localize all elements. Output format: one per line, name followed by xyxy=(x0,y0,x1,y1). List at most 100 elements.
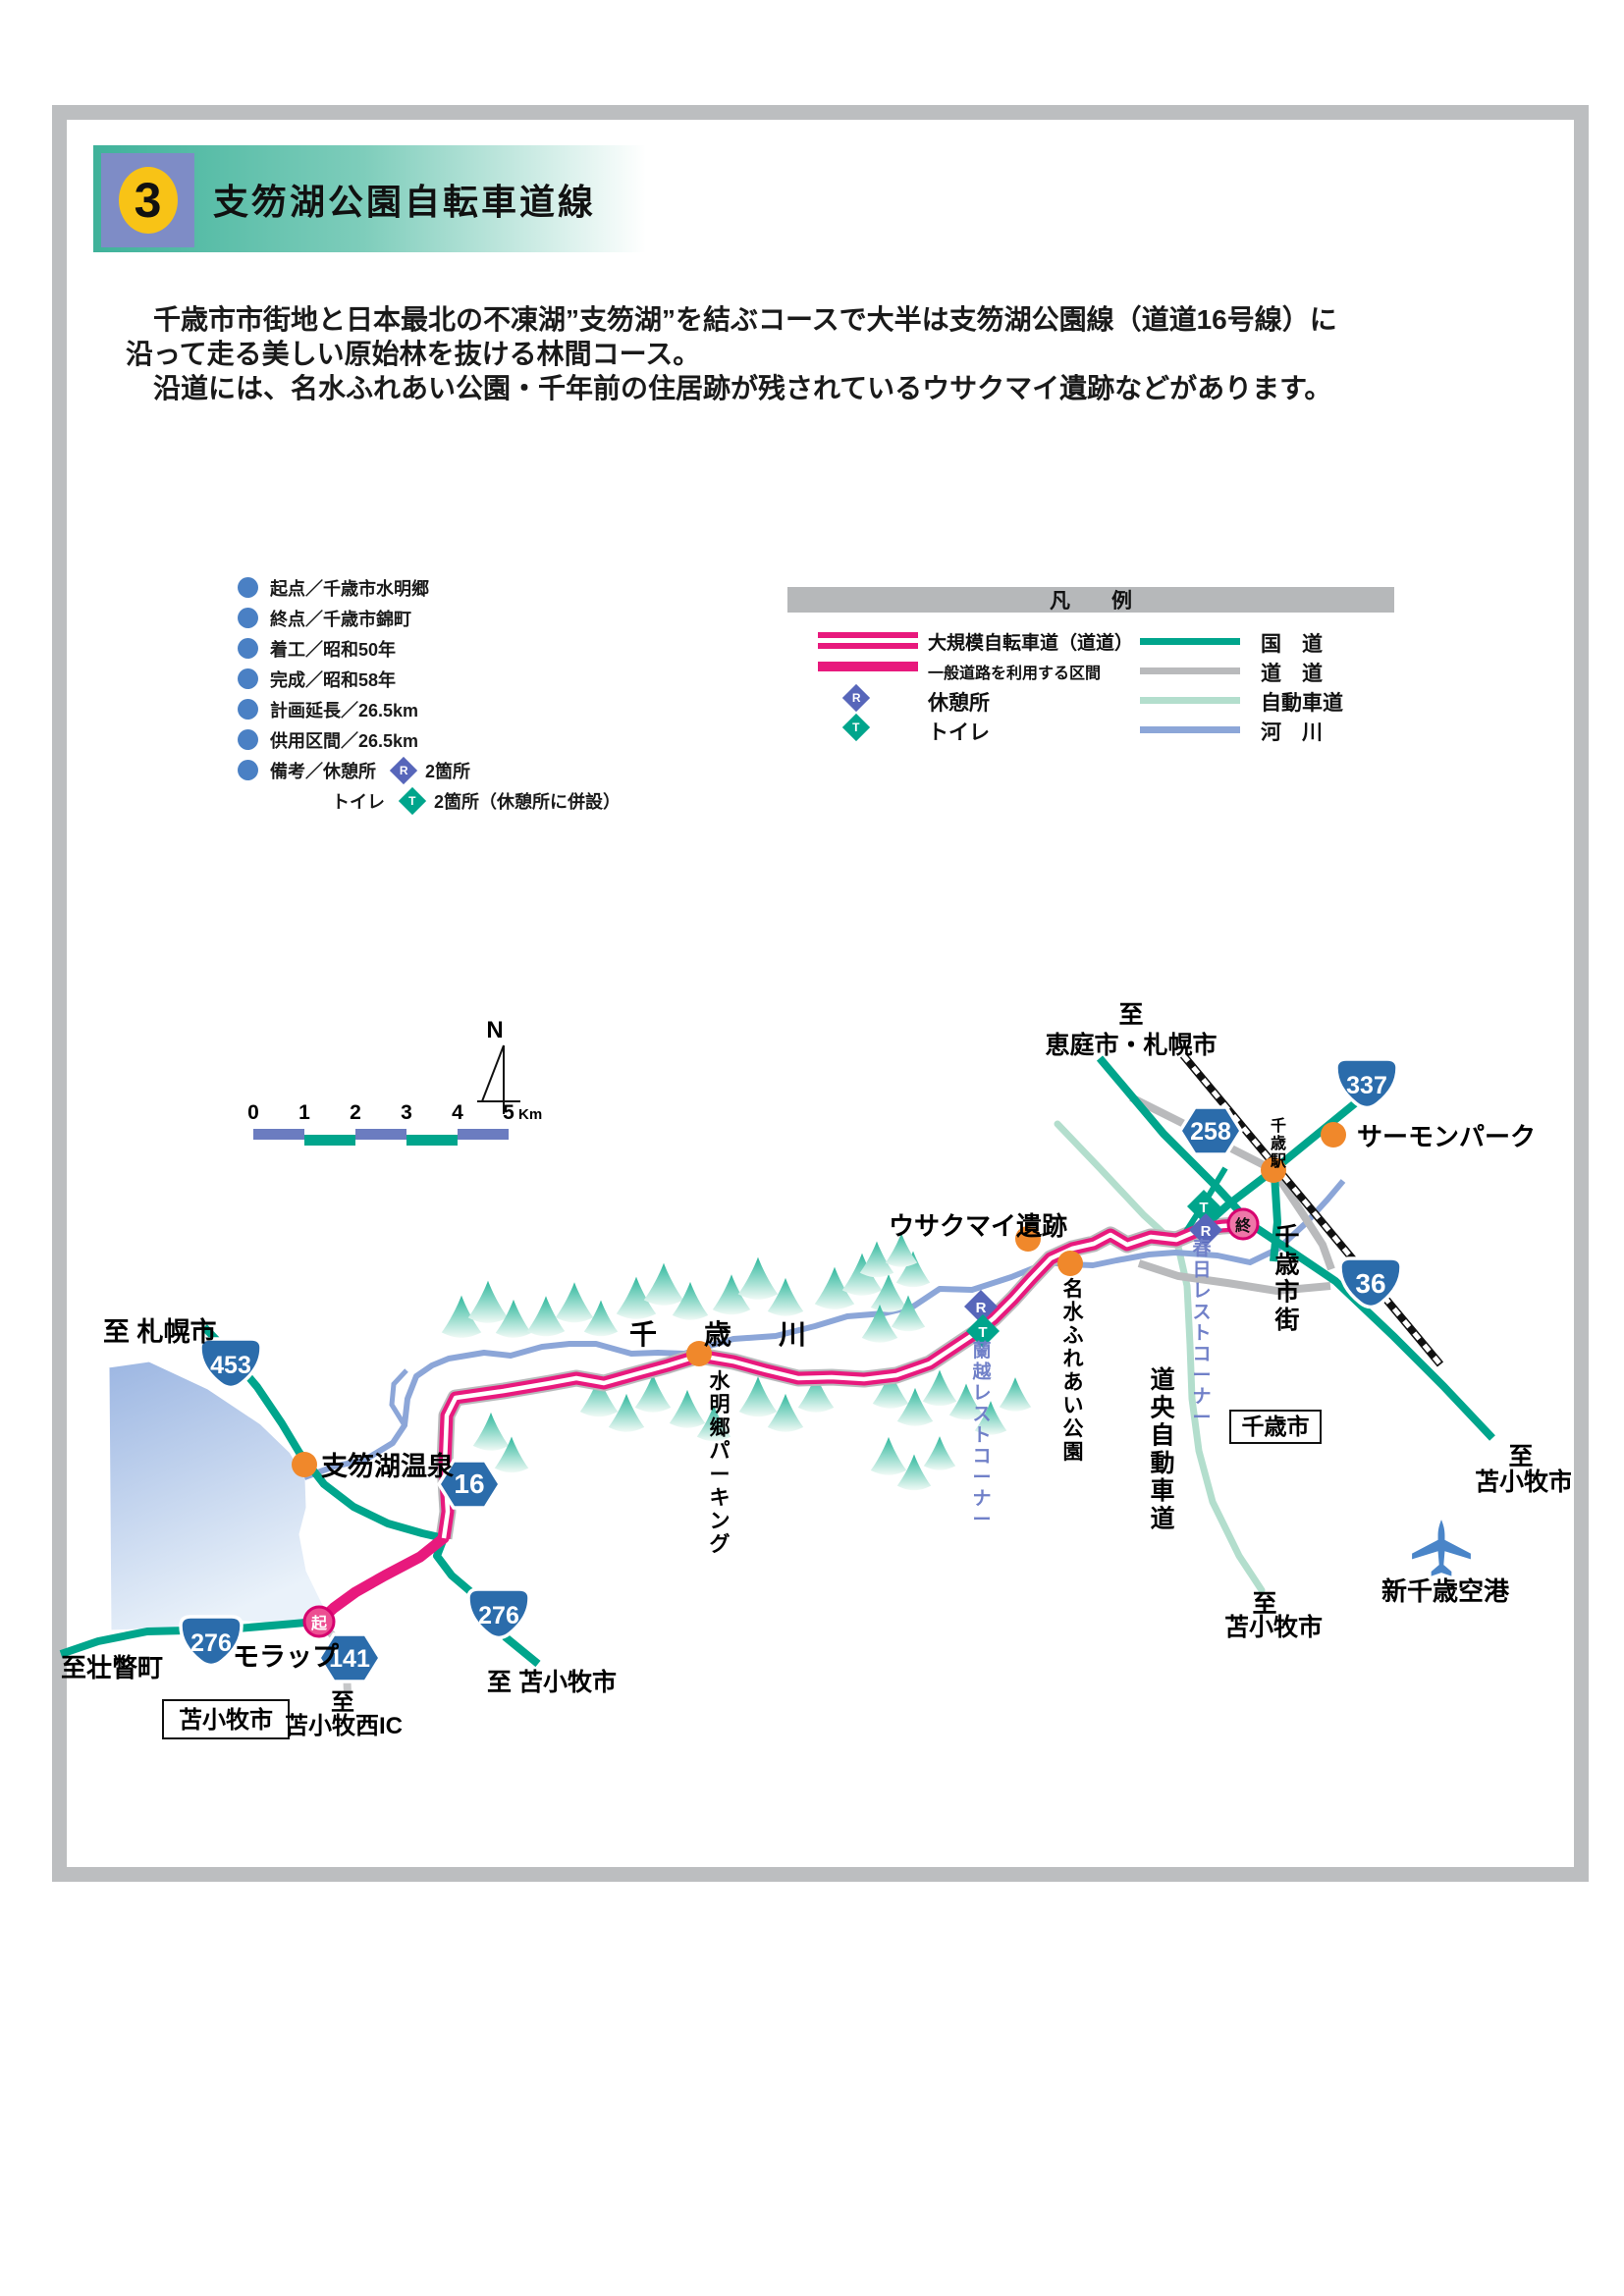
title-bar: 3 支笏湖公園自転車道線 xyxy=(93,145,694,252)
city-box-tomakomai: 苫小牧市 xyxy=(162,1699,290,1739)
svg-text:258: 258 xyxy=(1190,1118,1231,1146)
route-badge-258: 258 xyxy=(1177,1105,1244,1156)
svg-text:337: 337 xyxy=(1346,1072,1387,1099)
expressway-line xyxy=(1054,1120,1266,1594)
remark-count: 2箇所（休憩所に併設） xyxy=(434,791,622,812)
compass-north-icon xyxy=(477,1044,520,1114)
fact-row: 終点／千歳市錦町 xyxy=(238,603,621,633)
fact-text: 完成／昭和58年 xyxy=(270,669,397,690)
poi-salmon-park xyxy=(1321,1122,1346,1148)
poi-suimeikyo-parking xyxy=(686,1341,712,1366)
bullet-icon xyxy=(238,638,258,659)
tree-icon xyxy=(738,1376,778,1417)
tree-icon xyxy=(555,1282,594,1323)
label-rankoshi-rest-corner: 蘭越レストコーナー xyxy=(971,1340,992,1530)
label-chitose-city-area: 千歳市街 xyxy=(1273,1223,1299,1334)
remark-label: トイレ xyxy=(332,791,385,812)
legend-national-road-line xyxy=(1140,638,1240,645)
toilet-diamond-icon: T xyxy=(398,786,427,815)
svg-text:R: R xyxy=(976,1300,987,1316)
city-box-chitose: 千歳市 xyxy=(1229,1410,1322,1444)
toilet-marker-kasuga: T xyxy=(1187,1190,1220,1223)
legend-label: 一般道路を利用する区間 xyxy=(928,666,1102,682)
fact-text: 着工／昭和50年 xyxy=(270,639,397,660)
label-shikotsuko-onsen: 支笏湖温泉 xyxy=(321,1451,455,1481)
compass-n-label: N xyxy=(486,1017,503,1043)
remark-count: 2箇所 xyxy=(425,761,471,781)
tree-icon xyxy=(643,1262,684,1306)
scale-tick: 4 xyxy=(452,1101,463,1124)
cycle-route-center-gap xyxy=(441,1222,1240,1539)
tree-icon xyxy=(767,1277,804,1316)
svg-text:276: 276 xyxy=(190,1629,232,1657)
legend-toilet-diamond-icon: T xyxy=(841,713,871,742)
fact-row-remark: 備考／休憩所 R 2箇所 xyxy=(238,755,621,785)
remark-label: 備考／休憩所 xyxy=(270,761,376,781)
svg-text:千歳市: 千歳市 xyxy=(1242,1414,1310,1439)
fact-row-remark: トイレ T 2箇所（休憩所に併設） xyxy=(238,785,621,816)
label-to-tomakomai-south-1: 至 xyxy=(1252,1590,1276,1618)
river-chitose xyxy=(302,1179,1346,1480)
label-chitose-station: 千歳駅 xyxy=(1270,1117,1287,1170)
toilet-marker-rankoshi: T xyxy=(966,1314,1000,1348)
svg-text:T: T xyxy=(1199,1200,1208,1216)
national-road-337 xyxy=(1207,1095,1363,1224)
label-kasuga-rest-corner: 春日レストコーナー xyxy=(1192,1237,1211,1428)
svg-text:16: 16 xyxy=(454,1468,484,1499)
bullet-icon xyxy=(238,729,258,750)
label-new-chitose-airport: 新千歳空港 xyxy=(1381,1576,1510,1606)
svg-text:453: 453 xyxy=(210,1352,251,1379)
fact-row: 着工／昭和50年 xyxy=(238,633,621,664)
svg-text:苫小牧市: 苫小牧市 xyxy=(179,1706,273,1734)
scale-tick: 5 xyxy=(503,1101,514,1124)
label-to-tomakomai-ic-2: 苫小牧西IC xyxy=(285,1712,403,1739)
label-salmon-park: サーモンパーク xyxy=(1357,1122,1536,1151)
scale-tick: 0 xyxy=(247,1101,259,1124)
fact-row: 起点／千歳市水明郷 xyxy=(238,572,621,603)
section-number-circle: 3 xyxy=(118,167,178,234)
label-chitose-river: 千歳川 xyxy=(629,1319,853,1350)
legend-motorway-line xyxy=(1140,697,1240,704)
facts-list: 起点／千歳市水明郷 終点／千歳市錦町 着工／昭和50年 完成／昭和58年 計画延… xyxy=(238,572,621,816)
label-to-tomakomai-south-2: 苫小牧市 xyxy=(1224,1613,1323,1641)
poi-shikotsuko-onsen xyxy=(292,1452,317,1477)
map-legend: 凡 例 大規模自転車道（道道） 一般道路を利用する区間 R 休憩所 T トイレ … xyxy=(787,587,1394,752)
cycle-route-general-section xyxy=(313,1532,450,1628)
legend-label: 国 道 xyxy=(1261,633,1323,656)
label-to-tomakomai-mid: 至 苫小牧市 xyxy=(487,1668,617,1696)
scale-unit: Km xyxy=(518,1106,542,1123)
section-number-badge: 3 xyxy=(101,153,194,247)
poi-meisui-park xyxy=(1057,1251,1083,1276)
tree-icon xyxy=(737,1256,779,1300)
tree-icon xyxy=(870,1436,907,1475)
label-to-tomakomai-ic-1: 至 xyxy=(331,1689,354,1716)
national-road-36-north xyxy=(1096,1055,1495,1441)
legend-prefectural-road-line xyxy=(1140,667,1240,674)
fact-text: 終点／千歳市錦町 xyxy=(270,609,411,629)
legend-label: 休憩所 xyxy=(928,692,990,715)
page-title: 支笏湖公園自転車道線 xyxy=(213,181,597,222)
legend-river-line xyxy=(1140,726,1240,733)
tree-icon xyxy=(896,1387,934,1426)
scale-bar: 0 1 2 3 4 5 Km xyxy=(247,1101,542,1146)
scale-tick: 1 xyxy=(298,1101,310,1124)
legend-label: トイレ xyxy=(928,721,990,744)
route-badge-16: 16 xyxy=(436,1459,503,1510)
label-to-tomakomai-east-2: 苫小牧市 xyxy=(1475,1468,1571,1496)
route-badge-276: 276 xyxy=(179,1615,244,1668)
bullet-icon xyxy=(238,668,258,689)
tree-icon xyxy=(923,1436,956,1470)
prefectural-road-kasuga xyxy=(1137,1259,1331,1296)
svg-text:276: 276 xyxy=(478,1602,519,1629)
tree-icon xyxy=(999,1377,1032,1412)
lake-shikotsu xyxy=(106,1359,338,1633)
scale-tick: 3 xyxy=(401,1101,412,1124)
legend-label: 自動車道 xyxy=(1261,692,1343,715)
intro-line-3: 沿道には、名水ふれあい公園・千年前の住居跡が残されているウサクマイ遺跡などがあり… xyxy=(126,373,1332,403)
intro-text: 千歳市市街地と日本最北の不凍湖”支笏湖”を結ぶコースで大半は支笏湖公園線（道道1… xyxy=(126,302,1505,405)
fact-text: 計画延長／26.5km xyxy=(270,700,419,721)
route-badge-453: 453 xyxy=(198,1337,263,1390)
scale-tick: 2 xyxy=(350,1101,361,1124)
legend-cycleway-single-line xyxy=(818,662,918,671)
